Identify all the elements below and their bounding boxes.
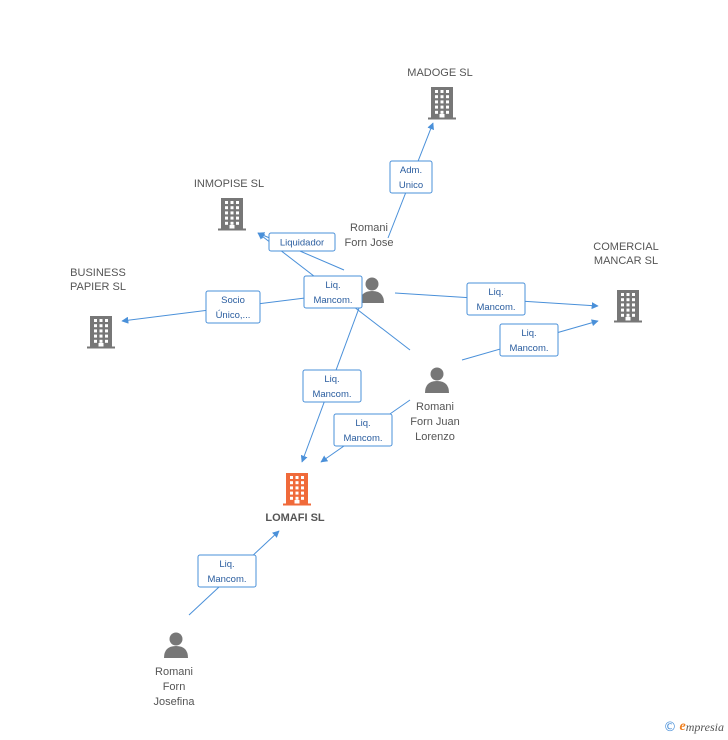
edge-label-box[interactable]: Liq. Mancom. [466,282,526,316]
edge-label-text: Mancom. [312,389,351,400]
edge-label-text: Unico [399,180,423,191]
edge-label-box[interactable]: Adm. Unico [389,160,433,194]
edge-label-text: Mancom. [313,295,352,306]
node-label: Forn [163,681,186,693]
edge-label-box[interactable]: Liq. Mancom. [197,554,257,588]
node-label: Romani [350,222,388,234]
node-label: MANCAR SL [594,255,658,267]
node-madoge[interactable]: MADOGE SL [407,67,473,120]
nodes-layer: MADOGE SL INMOPISE SL BUSINESS PAPIER SL COM… [70,67,659,708]
edge-label-text: Adm. [400,165,422,176]
edge-label-frame [205,290,261,324]
edge-label-text: Mancom. [343,433,382,444]
building-icon [87,316,115,349]
edges-layer [121,122,599,616]
node-label: LOMAFI SL [265,512,325,524]
edge-label-frame [499,323,559,357]
edge-label-text: Liquidador [280,238,324,249]
edge-label-frame [389,160,433,194]
building-icon [428,87,456,120]
node-business[interactable]: BUSINESS PAPIER SL [70,267,126,349]
edge-label-frame [302,369,362,403]
edge-label-frame [303,275,363,309]
edge-label-box[interactable]: Liq. Mancom. [499,323,559,357]
node-label: INMOPISE SL [194,178,264,190]
node-lomafi[interactable]: LOMAFI SL [265,473,325,524]
person-icon [164,632,188,658]
edge-label-box[interactable]: Liq. Mancom. [333,413,393,447]
building-icon [218,198,246,231]
brand-logo-text: mpresia [685,719,724,734]
edge-label-box[interactable]: Liq. Mancom. [302,369,362,403]
edge-label-text: Mancom. [476,302,515,313]
edge-label-box[interactable]: Liq. Mancom. [303,275,363,309]
edge-label-box[interactable]: SocioÚnico,... [205,290,261,324]
node-comercial[interactable]: COMERCIAL MANCAR SL [593,241,659,323]
building-icon [614,290,642,323]
node-label: PAPIER SL [70,281,126,293]
edge-label-frame [466,282,526,316]
person-icon [425,367,449,393]
node-label: MADOGE SL [407,67,472,79]
edge-label-frame [333,413,393,447]
copyright-icon: © [663,719,677,735]
building-icon [283,473,311,506]
node-label: Romani [155,666,193,678]
edge-label-frame [268,232,336,252]
edge-label-text: Liq. [355,418,370,429]
node-label: Romani [416,401,454,413]
edge-label-text: Socio [221,295,245,306]
edge-label-box[interactable]: Liquidador [268,232,336,252]
node-label: Forn Jose [345,237,394,249]
node-label: Lorenzo [415,431,455,443]
edge-label-text: Mancom. [207,574,246,585]
edge-label-text: Liq. [488,287,503,298]
node-inmopise[interactable]: INMOPISE SL [194,178,264,231]
node-label: Forn Juan [410,416,460,428]
node-label: Josefina [154,696,196,708]
brand-logo-initial: e [679,719,686,734]
node-label: COMERCIAL [593,241,658,253]
brand-footer[interactable]: © e mpresia [664,718,724,736]
node-label: BUSINESS [70,267,126,279]
person-icon [360,277,384,303]
edge-label-frame [197,554,257,588]
edge-label-text: Liq. [521,328,536,339]
edge-label-text: Liq. [325,280,340,291]
edge-label-text: Liq. [219,559,234,570]
edge-label-text: Único,... [216,310,251,321]
edge-label-text: Mancom. [509,343,548,354]
edge-label-text: Liq. [324,374,339,385]
